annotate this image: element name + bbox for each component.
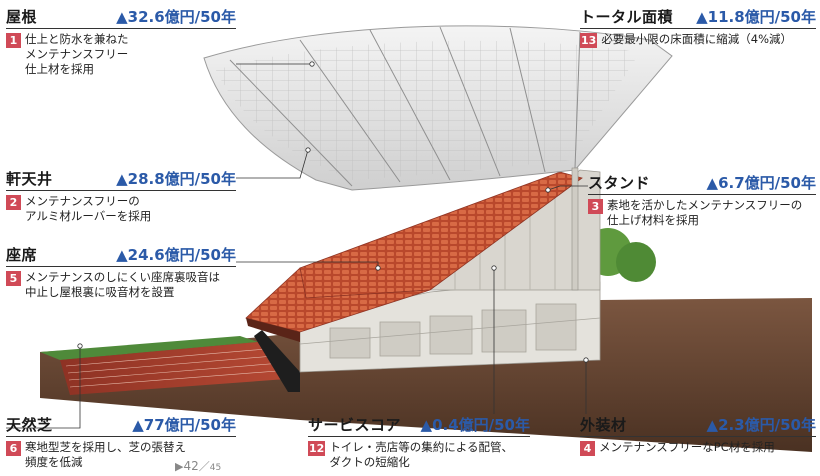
stand-fins: [454, 190, 556, 290]
leader-lines: [6, 61, 589, 429]
callout-description: 仕上と防水を兼ねた メンテナンスフリー 仕上材を採用: [25, 32, 129, 76]
callout-roof: 屋根 ▲32.6億円/50年 1 仕上と防水を兼ねた メンテナンスフリー 仕上材…: [6, 6, 236, 77]
roof-trusses: [229, 26, 581, 187]
page-number: 42: [183, 459, 199, 473]
callout-number-badge: 1: [6, 33, 21, 48]
page-separator: ／: [198, 460, 210, 473]
callout-cost: ▲77億円/50年: [132, 416, 236, 434]
callout-cost: ▲11.8億円/50年: [696, 8, 816, 26]
callout-total-area: トータル面積 ▲11.8億円/50年 13 必要最小限の床面積に縮減（4%減）: [580, 6, 816, 48]
callout-cost: ▲0.4億円/50年: [420, 416, 530, 434]
callout-number-badge: 4: [580, 441, 595, 456]
callout-cost: ▲32.6億円/50年: [116, 8, 236, 26]
roof-column: [571, 167, 579, 291]
callout-number-badge: 13: [580, 33, 598, 48]
callout-stand: スタンド ▲6.7億円/50年 3 素地を活かしたメンテナンスフリーの 仕上げ材…: [588, 172, 816, 228]
page-reference: ▶42／45: [175, 458, 221, 474]
callout-number-badge: 6: [6, 441, 21, 456]
callout-title: 座席: [6, 246, 38, 264]
callout-cost: ▲28.8億円/50年: [116, 170, 236, 188]
turf-field: [40, 336, 258, 360]
callout-exterior: 外装材 ▲2.3億円/50年 4 メンテナンスフリーなPC材を採用: [580, 414, 816, 456]
callout-title: トータル面積: [580, 8, 674, 26]
callout-cost: ▲6.7億円/50年: [706, 174, 816, 192]
lower-seats: [245, 267, 431, 333]
callout-title: サービスコア: [308, 416, 402, 434]
structure-rooms: [329, 303, 577, 359]
callout-description: メンテナンスフリーなPC材を採用: [599, 440, 775, 454]
callout-seats: 座席 ▲24.6億円/50年 5 メンテナンスのしにくい座席裏吸音は 中止し屋根…: [6, 244, 236, 300]
callout-number-badge: 2: [6, 195, 21, 210]
running-track: [60, 342, 300, 395]
callout-number-badge: 5: [6, 271, 21, 286]
callout-title: 屋根: [6, 8, 38, 26]
callout-turf: 天然芝 ▲77億円/50年 6 寒地型芝を採用し、芝の張替え 頻度を低減: [6, 414, 236, 470]
roof-grid: [216, 40, 640, 180]
page-arrow-icon: ▶: [175, 460, 184, 473]
callout-title: 外装材: [580, 416, 627, 434]
page-total: 45: [209, 463, 222, 473]
callout-title: 天然芝: [6, 416, 53, 434]
callout-description: トイレ・売店等の集約による配管、 ダクトの短縮化: [329, 440, 513, 469]
callout-number-badge: 3: [588, 199, 603, 214]
callout-number-badge: 12: [308, 441, 326, 456]
callout-title: スタンド: [588, 174, 651, 192]
callout-description: メンテナンスのしにくい座席裏吸音は 中止し屋根裏に吸音材を設置: [25, 270, 221, 299]
callout-soffit: 軒天井 ▲28.8億円/50年 2 メンテナンスフリーの アルミ材ルーバーを採用: [6, 168, 236, 224]
callout-cost: ▲2.3億円/50年: [706, 416, 816, 434]
callout-cost: ▲24.6億円/50年: [116, 246, 236, 264]
callout-description: 寒地型芝を採用し、芝の張替え 頻度を低減: [25, 440, 186, 469]
field-wall: [254, 330, 300, 392]
callout-title: 軒天井: [6, 170, 53, 188]
callout-description: 素地を活かしたメンテナンスフリーの 仕上げ材料を採用: [607, 198, 803, 227]
callout-description: 必要最小限の床面積に縮減（4%減）: [601, 32, 793, 46]
callout-service-core: サービスコア ▲0.4億円/50年 12 トイレ・売店等の集約による配管、 ダク…: [308, 414, 530, 470]
ground-soil: [40, 298, 812, 452]
track-lanes: [65, 348, 291, 388]
callout-description: メンテナンスフリーの アルミ材ルーバーを採用: [25, 194, 152, 223]
